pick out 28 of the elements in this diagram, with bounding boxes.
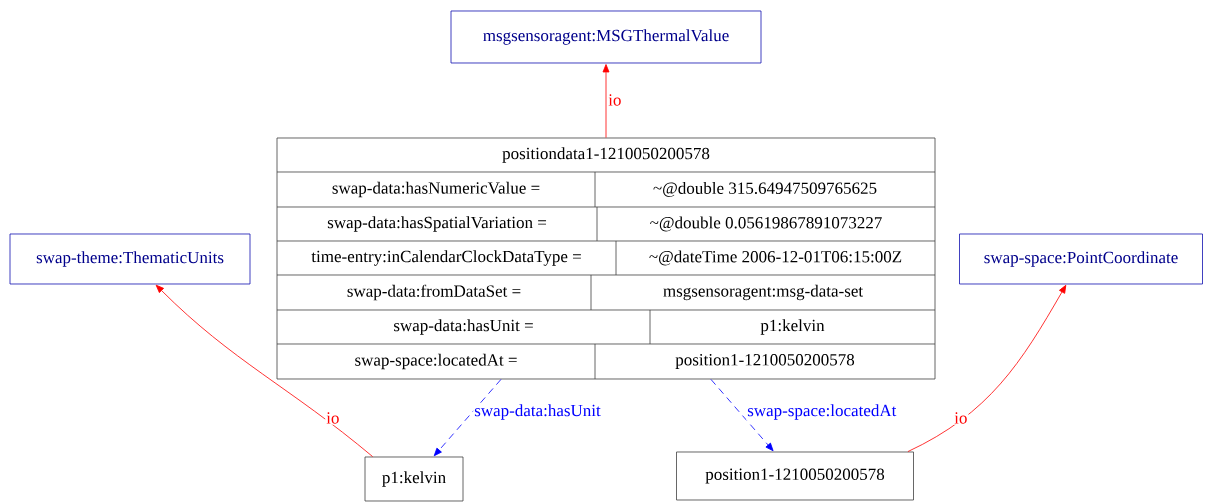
resource-box: p1:kelvin — [364, 456, 464, 502]
table-cell: msgsensoragent:msg-data-set — [663, 284, 863, 301]
table-header: positiondata1-1210050200578 — [502, 147, 710, 163]
table-cell: ~@dateTime 2006-12-01T06:15:00Z — [649, 250, 902, 266]
edge-label: io — [953, 411, 969, 425]
table-cell: swap-data:fromDataSet = — [347, 284, 521, 301]
arrow — [907, 284, 1067, 452]
class-box: msgsensoragent:MSGThermalValue — [450, 10, 762, 64]
edge-label: io — [325, 411, 341, 425]
arrow — [155, 284, 373, 457]
arrow — [602, 64, 610, 138]
class-box: swap-space:PointCoordinate — [959, 233, 1203, 285]
table-cell: time-entry:inCalendarClockDataType = — [311, 250, 581, 266]
edge-label: swap-data:hasUnit — [473, 403, 602, 421]
edge-label: io — [607, 93, 623, 107]
table-cell: ~@double 315.64947509765625 — [653, 182, 877, 197]
arrow — [710, 379, 774, 452]
arrow — [433, 379, 502, 457]
class-box: swap-theme:ThematicUnits — [9, 233, 251, 285]
table-cell: swap-data:hasNumericValue = — [332, 181, 540, 198]
edge-label: swap-space:locatedAt — [746, 403, 898, 421]
resource-box: position1-1210050200578 — [676, 451, 914, 501]
table-cell: swap-data:hasSpatialVariation = — [327, 216, 547, 232]
table-cell: p1:kelvin — [760, 319, 825, 335]
table-cell: position1-1210050200578 — [675, 354, 855, 369]
table-cell: swap-data:hasUnit = — [394, 319, 533, 335]
table-cell: ~@double 0.05619867891073227 — [650, 216, 882, 232]
table-cell: swap-space:locatedAt = — [355, 353, 517, 370]
